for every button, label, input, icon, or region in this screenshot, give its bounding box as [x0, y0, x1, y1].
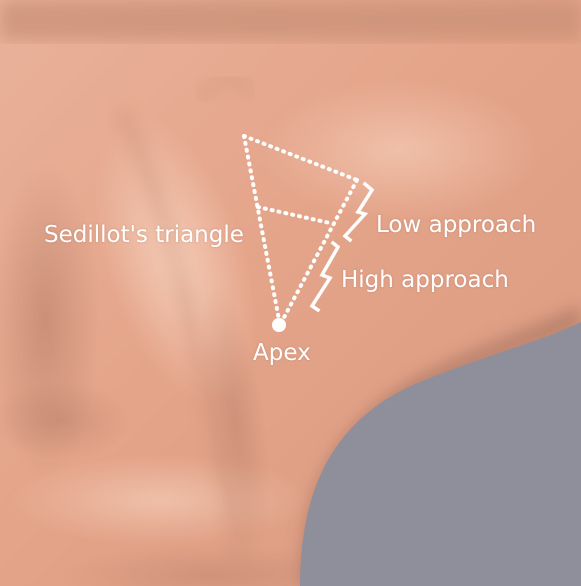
high-approach-label: High approach: [341, 269, 509, 292]
low-approach-label: Low approach: [376, 214, 536, 237]
sedillot-triangle-label: Sedillot's triangle: [44, 224, 244, 247]
apex-point: [272, 318, 286, 332]
apex-label: Apex: [253, 342, 311, 365]
chin-shadow: [0, 0, 581, 40]
neck-highlight-upper: [260, 80, 540, 220]
